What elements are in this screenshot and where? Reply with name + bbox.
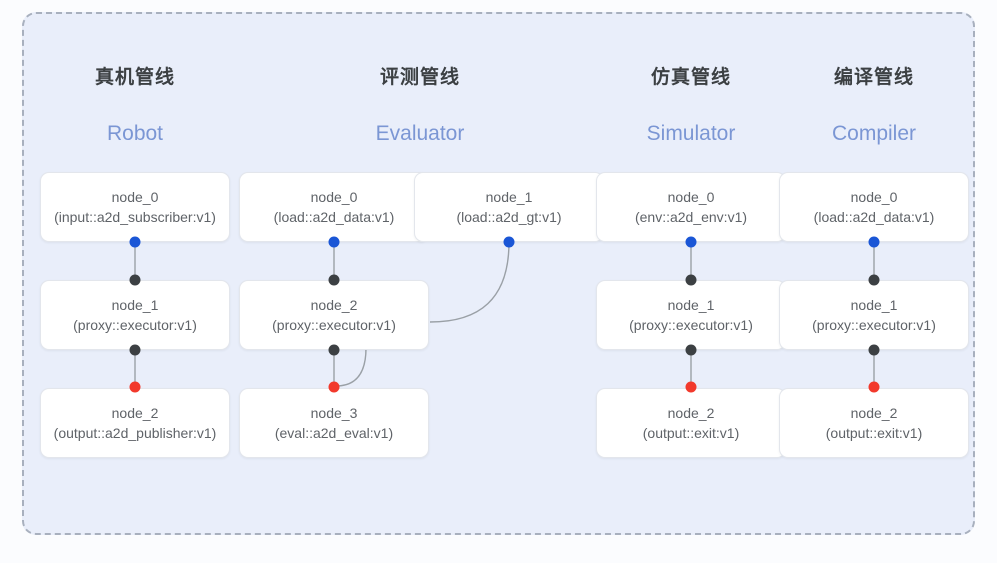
node-name-label: node_3: [310, 405, 358, 421]
node-spec-label: (load::a2d_gt:v1): [456, 209, 562, 225]
port-out-cmp-node-2-0[interactable]: [868, 381, 880, 393]
port-in-cmp-node-0-0[interactable]: [868, 236, 880, 248]
node-box-cmp-node-1[interactable]: node_1(proxy::executor:v1): [779, 280, 969, 350]
node-name-label: node_2: [667, 405, 715, 421]
group-subtitle-robot: Robot: [106, 122, 164, 145]
node-name-label: node_1: [111, 297, 159, 313]
node-name-label: node_0: [850, 189, 898, 205]
node-name-label: node_1: [485, 189, 533, 205]
port-in-sim-node-0-0[interactable]: [685, 236, 697, 248]
group-subtitle-compiler: Compiler: [831, 122, 917, 145]
node-spec-label: (input::a2d_subscriber:v1): [54, 209, 216, 225]
port-out-sim-node-2-0[interactable]: [685, 381, 697, 393]
node-name-label: node_1: [850, 297, 898, 313]
node-box-cmp-node-2[interactable]: node_2(output::exit:v1): [779, 388, 969, 458]
node-box-cmp-node-0[interactable]: node_0(load::a2d_data:v1): [779, 172, 969, 242]
node-spec-label: (output::a2d_publisher:v1): [53, 425, 217, 441]
node-box-robot-node-1[interactable]: node_1(proxy::executor:v1): [40, 280, 230, 350]
port-mid-eval-node-2-1[interactable]: [328, 344, 340, 356]
node-spec-label: (proxy::executor:v1): [73, 317, 197, 333]
node-name-label: node_0: [667, 189, 715, 205]
port-in-eval-node-0-0[interactable]: [328, 236, 340, 248]
port-in-robot-node-0-0[interactable]: [129, 236, 141, 248]
group-subtitle-evaluator: Evaluator: [375, 122, 465, 145]
port-mid-robot-node-1-0[interactable]: [129, 274, 141, 286]
port-mid-cmp-node-1-0[interactable]: [868, 274, 880, 286]
group-title-robot: 真机管线: [94, 67, 175, 88]
node-spec-label: (load::a2d_data:v1): [273, 209, 395, 225]
port-out-eval-node-3-0[interactable]: [328, 381, 340, 393]
node-name-label: node_2: [111, 405, 159, 421]
port-mid-cmp-node-1-1[interactable]: [868, 344, 880, 356]
node-name-label: node_2: [310, 297, 358, 313]
group-title-evaluator: 评测管线: [379, 67, 460, 88]
node-spec-label: (eval::a2d_eval:v1): [274, 425, 394, 441]
group-title-compiler: 编译管线: [833, 67, 914, 88]
node-box-eval-node-2[interactable]: node_2(proxy::executor:v1): [239, 280, 429, 350]
node-box-robot-node-0[interactable]: node_0(input::a2d_subscriber:v1): [40, 172, 230, 242]
port-mid-robot-node-1-1[interactable]: [129, 344, 141, 356]
node-spec-label: (output::exit:v1): [825, 425, 923, 441]
node-box-eval-node-0[interactable]: node_0(load::a2d_data:v1): [239, 172, 429, 242]
node-spec-label: (proxy::executor:v1): [272, 317, 396, 333]
node-box-eval-node-3[interactable]: node_3(eval::a2d_eval:v1): [239, 388, 429, 458]
node-box-eval-node-1[interactable]: node_1(load::a2d_gt:v1): [414, 172, 604, 242]
port-out-robot-node-2-0[interactable]: [129, 381, 141, 393]
node-box-sim-node-1[interactable]: node_1(proxy::executor:v1): [596, 280, 786, 350]
node-name-label: node_0: [310, 189, 358, 205]
node-name-label: node_2: [850, 405, 898, 421]
node-spec-label: (env::a2d_env:v1): [634, 209, 748, 225]
port-mid-sim-node-1-0[interactable]: [685, 274, 697, 286]
node-name-label: node_1: [667, 297, 715, 313]
port-mid-eval-node-2-0[interactable]: [328, 274, 340, 286]
group-title-simulator: 仿真管线: [650, 67, 731, 88]
port-in-eval-node-1-0[interactable]: [503, 236, 515, 248]
node-box-sim-node-2[interactable]: node_2(output::exit:v1): [596, 388, 786, 458]
node-box-sim-node-0[interactable]: node_0(env::a2d_env:v1): [596, 172, 786, 242]
group-subtitle-simulator: Simulator: [646, 122, 736, 145]
node-spec-label: (load::a2d_data:v1): [813, 209, 935, 225]
node-name-label: node_0: [111, 189, 159, 205]
node-spec-label: (proxy::executor:v1): [629, 317, 753, 333]
node-spec-label: (proxy::executor:v1): [812, 317, 936, 333]
node-box-robot-node-2[interactable]: node_2(output::a2d_publisher:v1): [40, 388, 230, 458]
node-spec-label: (output::exit:v1): [642, 425, 740, 441]
port-mid-sim-node-1-1[interactable]: [685, 344, 697, 356]
